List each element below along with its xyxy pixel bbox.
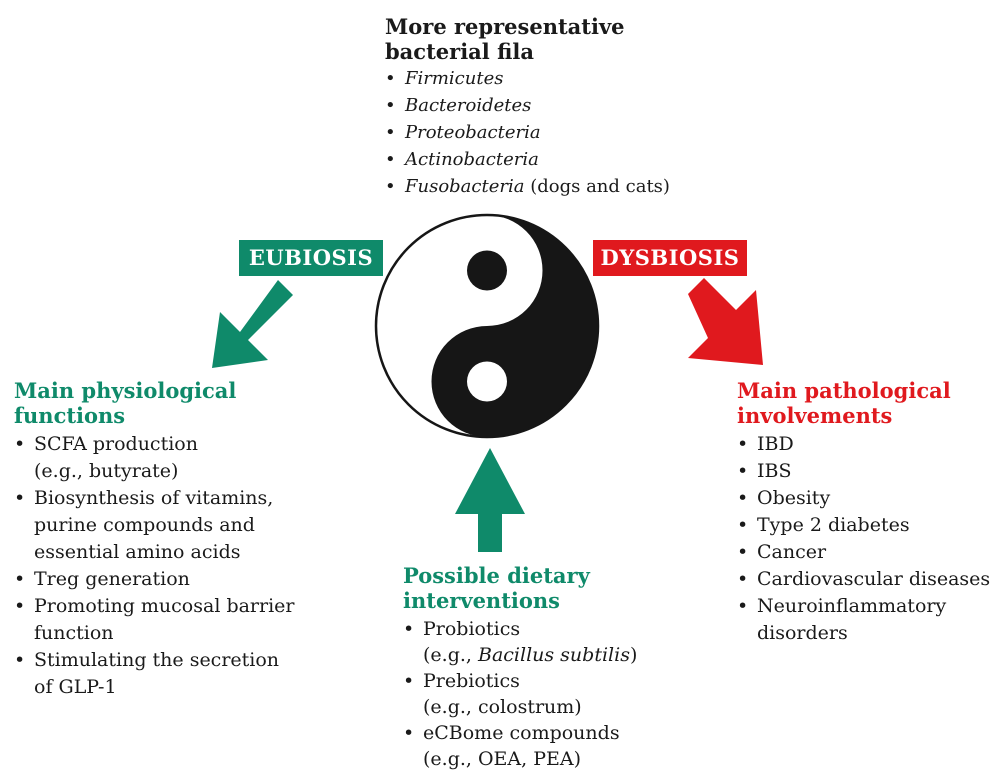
phylum-name: Fusobacteria [405, 176, 525, 197]
physiological-functions-list: SCFA production (e.g., butyrate) Biosynt… [14, 431, 334, 701]
physiological-functions-block: Main physiological functions SCFA produc… [14, 378, 334, 701]
item-line: eCBome compounds [423, 722, 620, 744]
list-item: Stimulating the secretion of GLP-1 [14, 647, 334, 701]
list-item: Probiotics (e.g., Bacillus subtilis) [403, 616, 663, 668]
bacterial-fila-heading-line1: More representative [385, 14, 625, 39]
item-line: of GLP-1 [34, 676, 117, 698]
list-item: IBD [737, 431, 991, 458]
dysbiosis-arrow [688, 278, 763, 365]
item-line: Obesity [757, 487, 831, 509]
dietary-interventions-heading: Possible dietary interventions [403, 563, 663, 613]
item-line: Cardiovascular diseases [757, 568, 991, 590]
list-item: Treg generation [14, 566, 334, 593]
example-suffix: ) [629, 644, 638, 666]
list-item: Cancer [737, 539, 991, 566]
item-line: Promoting mucosal barrier [34, 595, 295, 617]
phylum-name: Firmicutes [405, 68, 504, 89]
item-line: Cancer [757, 541, 827, 563]
item-line: essential amino acids [34, 541, 241, 563]
item-line: function [34, 622, 114, 644]
example-italic: Bacillus subtilis [477, 644, 630, 666]
list-item: Type 2 diabetes [737, 512, 991, 539]
item-line: (e.g., butyrate) [34, 460, 179, 482]
bacterial-fila-list: Firmicutes Bacteroidetes Proteobacteria … [385, 65, 685, 200]
phylum-name: Bacteroidetes [405, 95, 532, 116]
phylum-name: Actinobacteria [405, 149, 539, 170]
eubiosis-arrow [212, 280, 293, 368]
phylum-note: (dogs and cats) [524, 176, 670, 197]
pathological-heading-line1: Main pathological [737, 378, 951, 403]
yin-yang-icon [374, 213, 600, 439]
item-line: IBS [757, 460, 792, 482]
physiological-heading-line2: functions [14, 403, 126, 428]
eubiosis-label: EUBIOSIS [239, 240, 383, 276]
list-item: Actinobacteria [385, 146, 685, 173]
list-item: Prebiotics (e.g., colostrum) [403, 668, 663, 720]
dietary-interventions-block: Possible dietary interventions Probiotic… [403, 563, 663, 772]
item-line: Treg generation [34, 568, 190, 590]
item-line: disorders [757, 622, 848, 644]
list-item: eCBome compounds (e.g., OEA, PEA) [403, 720, 663, 772]
list-item: Promoting mucosal barrier function [14, 593, 334, 647]
item-example: (e.g., colostrum) [423, 696, 582, 718]
list-item: SCFA production (e.g., butyrate) [14, 431, 334, 485]
list-item: Biosynthesis of vitamins, purine compoun… [14, 485, 334, 566]
item-line: purine compounds and [34, 514, 255, 536]
list-item: Cardiovascular diseases [737, 566, 991, 593]
list-item: Obesity [737, 485, 991, 512]
dietary-interventions-list: Probiotics (e.g., Bacillus subtilis) Pre… [403, 616, 663, 772]
list-item: Fusobacteria (dogs and cats) [385, 173, 685, 200]
list-item: IBS [737, 458, 991, 485]
item-line: Type 2 diabetes [757, 514, 910, 536]
physiological-functions-heading: Main physiological functions [14, 378, 334, 428]
item-line: IBD [757, 433, 794, 455]
list-item: Bacteroidetes [385, 92, 685, 119]
dietary-heading-line2: interventions [403, 588, 560, 613]
item-line: Neuroinflammatory [757, 595, 947, 617]
item-line: Biosynthesis of vitamins, [34, 487, 274, 509]
item-line: Probiotics [423, 618, 521, 640]
dietary-heading-line1: Possible dietary [403, 563, 590, 588]
list-item: Neuroinflammatory disorders [737, 593, 991, 647]
phylum-name: Proteobacteria [405, 122, 541, 143]
physiological-heading-line1: Main physiological [14, 378, 237, 403]
item-line: Prebiotics [423, 670, 520, 692]
list-item: Proteobacteria [385, 119, 685, 146]
bacterial-fila-heading: More representative bacterial fila [385, 14, 685, 64]
item-line: SCFA production [34, 433, 198, 455]
dysbiosis-label: DYSBIOSIS [593, 240, 747, 276]
pathological-heading-line2: involvements [737, 403, 893, 428]
example-prefix: (e.g., [423, 644, 478, 666]
pathological-involvements-list: IBD IBS Obesity Type 2 diabetes Cancer C… [737, 431, 991, 647]
bacterial-fila-block: More representative bacterial fila Firmi… [385, 14, 685, 200]
list-item: Firmicutes [385, 65, 685, 92]
bacterial-fila-heading-line2: bacterial fila [385, 39, 534, 64]
pathological-involvements-block: Main pathological involvements IBD IBS O… [737, 378, 991, 647]
item-example: (e.g., Bacillus subtilis) [423, 642, 663, 668]
item-example: (e.g., OEA, PEA) [423, 748, 582, 770]
pathological-involvements-heading: Main pathological involvements [737, 378, 991, 428]
dietary-arrow [455, 448, 525, 552]
item-line: Stimulating the secretion [34, 649, 280, 671]
